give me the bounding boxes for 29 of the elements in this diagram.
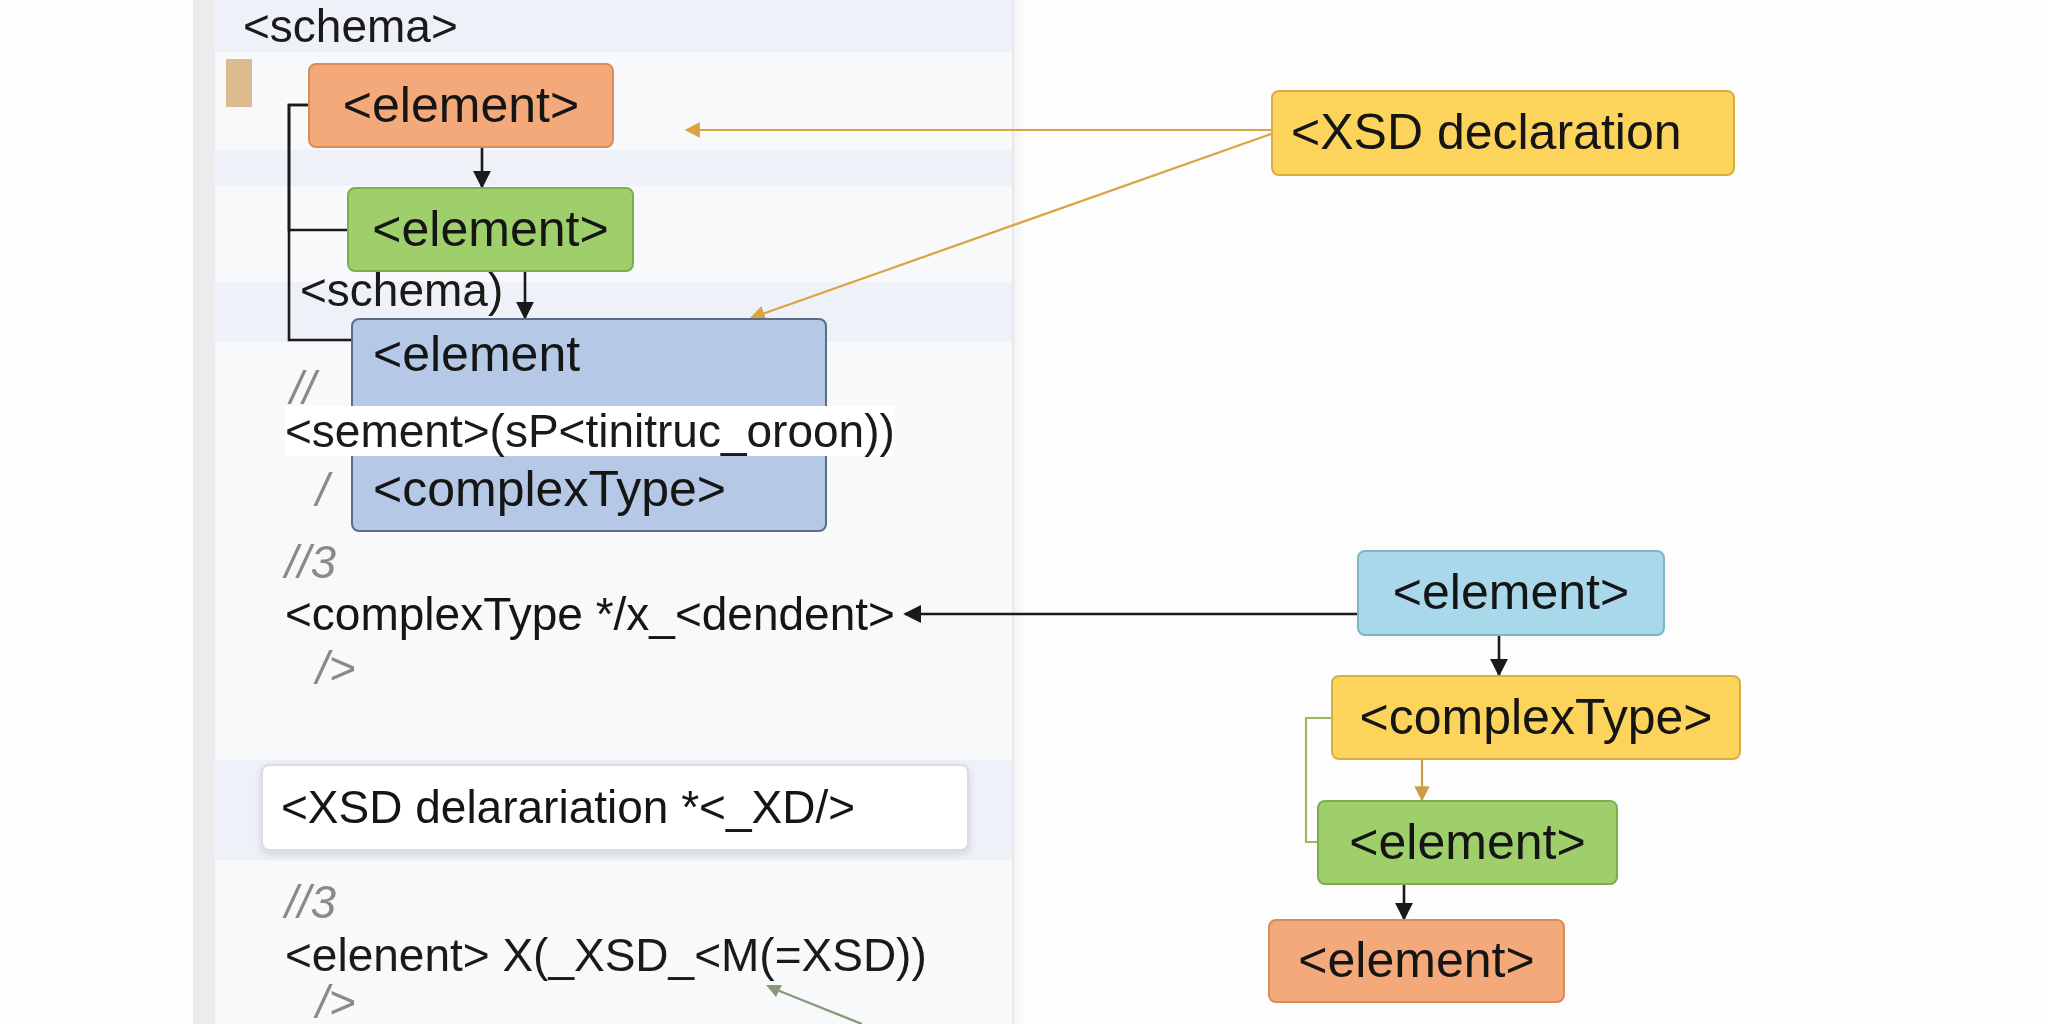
tag-label: <XSD declaration <box>1291 104 1682 162</box>
tag-label: <element <box>373 326 581 384</box>
connector-line <box>1304 716 1331 844</box>
tag-label: <XSD delarariation *<_XD/> <box>281 781 856 834</box>
tag-box <box>1317 800 1618 885</box>
code-line: <schema> <box>243 3 458 49</box>
tag-label: <element> <box>1392 564 1630 622</box>
arrow <box>1489 636 1509 677</box>
arrow <box>749 132 1272 321</box>
tag-label: <element> <box>1349 813 1586 872</box>
arrow <box>515 272 535 320</box>
arrow <box>1394 885 1414 921</box>
tag-box <box>1357 550 1665 636</box>
tag-box <box>308 63 614 148</box>
tag-box <box>347 187 634 272</box>
tag-label: <element> <box>1298 932 1535 990</box>
arrow <box>1414 760 1430 802</box>
arrow <box>684 122 1271 138</box>
tag-box <box>1331 675 1741 760</box>
tag-label: <element> <box>342 76 580 135</box>
arrow <box>903 604 1357 624</box>
tag-box <box>1271 90 1735 176</box>
code-callout-box <box>261 764 969 851</box>
arrow <box>472 148 492 189</box>
tag-label: <element> <box>372 200 609 259</box>
tag-box <box>1268 919 1565 1003</box>
connector-line <box>287 103 351 342</box>
tag-label: <complexType> <box>373 460 726 518</box>
tag-label: <complexType> <box>1359 688 1713 747</box>
